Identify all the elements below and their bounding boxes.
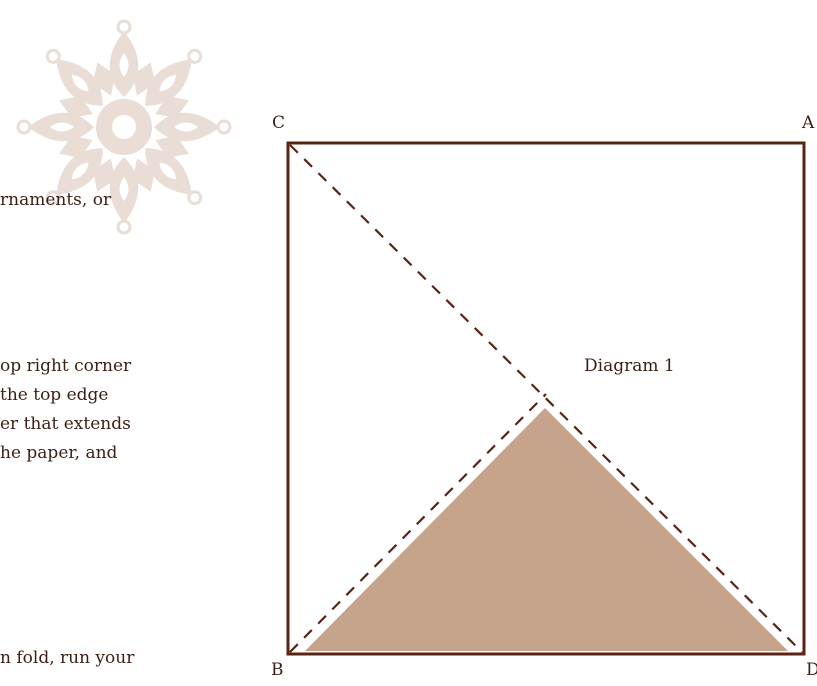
body-text-line: the top edge [0, 385, 109, 405]
body-text-line: n fold, run your [0, 648, 135, 668]
diagonal-fold-line [289, 144, 803, 653]
body-text-line: he paper, and [0, 443, 118, 463]
corner-label-b: B [271, 660, 284, 680]
corner-label-a: A [802, 113, 815, 133]
body-text-line: op right corner [0, 356, 132, 376]
body-text-line: rnaments, or [0, 190, 112, 210]
corner-label-c: C [272, 113, 286, 133]
left-fold-line [289, 393, 547, 653]
paper-square [286, 141, 806, 656]
diagram-title: Diagram 1 [584, 356, 675, 376]
corner-label-d: D [806, 660, 817, 680]
body-text-line: er that extends [0, 414, 131, 434]
folded-triangle [305, 408, 788, 651]
